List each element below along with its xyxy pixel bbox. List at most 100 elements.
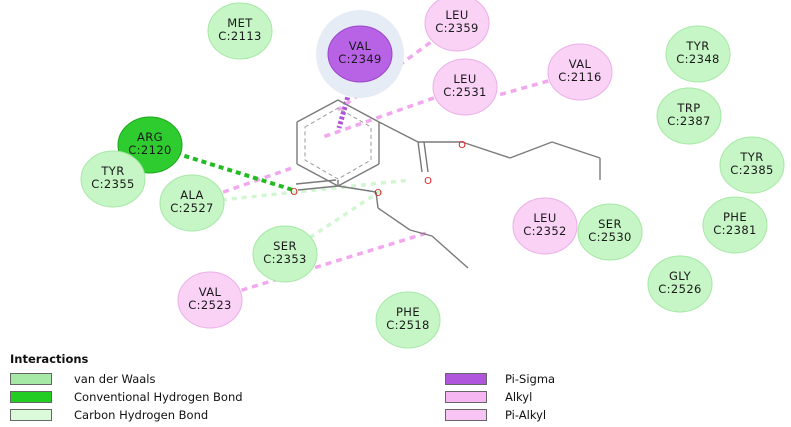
residue-disc	[252, 225, 318, 283]
legend-swatch	[445, 372, 487, 385]
legend-label: Conventional Hydrogen Bond	[74, 389, 243, 404]
residue-id: C:2531	[443, 85, 487, 99]
residue-id: C:2348	[676, 52, 720, 66]
residue-disc	[432, 58, 498, 116]
residue-id: C:2526	[658, 282, 702, 296]
ligand-bond	[461, 141, 511, 159]
ligand-bond	[377, 207, 411, 231]
ligand-bond	[297, 185, 339, 191]
legend-label: Alkyl	[505, 389, 533, 404]
legend-title: Interactions	[10, 352, 89, 366]
residue-id: C:2385	[730, 163, 774, 177]
oxygen-atom: O	[458, 140, 466, 151]
ligand-bond	[509, 141, 553, 159]
residue-id: C:2359	[435, 21, 479, 35]
legend-swatch	[10, 372, 52, 385]
residue-name: VAL	[569, 57, 592, 71]
residue-name: MET	[227, 16, 253, 30]
residue-name: LEU	[453, 72, 476, 86]
residue-id: C:2355	[91, 177, 135, 191]
legend-swatch	[10, 390, 52, 403]
legend-swatch	[10, 408, 52, 421]
ligand-bond	[423, 141, 429, 173]
ligand-bond	[337, 99, 380, 123]
residue-name: PHE	[723, 210, 747, 224]
residue-id: C:2113	[218, 29, 262, 43]
residue-name: ALA	[180, 188, 204, 202]
ligand-structure: O O O O	[290, 99, 601, 269]
legend-item-carbon-hydrogen-bond: Carbon Hydrogen Bond	[10, 407, 208, 422]
residue-disc	[702, 196, 768, 254]
residue-disc	[327, 25, 393, 83]
ligand-bond	[378, 121, 419, 143]
residue-name: TRP	[676, 101, 700, 115]
legend-label: van der Waals	[74, 371, 156, 386]
residue-id: C:2523	[188, 298, 232, 312]
residue-name: LEU	[533, 211, 556, 225]
residue-name: TYR	[739, 150, 763, 164]
residue-disc	[207, 2, 273, 60]
residue-nodes: METC:2113LEUC:2359VALC:2349TYRC:2348LEUC…	[80, 0, 785, 349]
residue-disc	[375, 291, 441, 349]
interaction-line-conventional-hydrogen-bond	[149, 143, 294, 192]
legend-label: Pi-Sigma	[505, 371, 556, 386]
legend-label: Pi-Alkyl	[505, 407, 547, 422]
residue-name: SER	[598, 217, 622, 231]
legend-item-alkyl: Alkyl	[445, 389, 532, 404]
residue-disc	[656, 87, 722, 145]
residue-disc	[80, 150, 146, 208]
residue-id: C:2116	[558, 70, 602, 84]
legend-swatch	[445, 408, 487, 421]
residue-name: GLY	[669, 269, 692, 283]
residue-disc	[177, 271, 243, 329]
residue-id: C:2527	[170, 201, 214, 215]
legend-item-van-der-waals: van der Waals	[10, 371, 155, 386]
residue-id: C:2120	[128, 143, 172, 157]
ligand-bond	[431, 235, 469, 269]
residue-id: C:2518	[386, 318, 430, 332]
ligand-bond	[551, 141, 601, 159]
ligand-bond	[417, 141, 423, 173]
legend-label: Carbon Hydrogen Bond	[74, 407, 209, 422]
legend-item-pi-alkyl: Pi-Alkyl	[445, 407, 546, 422]
oxygen-atom: O	[374, 188, 382, 199]
ligand-bond	[337, 185, 377, 193]
residue-disc	[719, 136, 785, 194]
ligand-bond	[296, 163, 339, 187]
ligand-bond	[375, 191, 379, 209]
legend-swatch	[445, 390, 487, 403]
residue-name: VAL	[199, 285, 222, 299]
residue-id: C:2349	[338, 52, 382, 66]
residue-name: VAL	[349, 39, 372, 53]
residue-name: SER	[273, 239, 297, 253]
residue-disc	[577, 203, 643, 261]
residue-name: ARG	[137, 130, 163, 144]
aromatic-ring	[304, 107, 372, 180]
residue-name: TYR	[100, 164, 124, 178]
oxygen-atom: O	[290, 187, 298, 198]
legend: Interactions van der Waals Conventional …	[10, 350, 710, 427]
residue-id: C:2530	[588, 230, 632, 244]
ligand-bond	[295, 179, 337, 185]
interaction-line-carbon-hydrogen-bond	[191, 178, 411, 205]
oxygen-atom: O	[424, 176, 432, 187]
legend-item-pi-sigma: Pi-Sigma	[445, 371, 555, 386]
residue-name: PHE	[396, 305, 420, 319]
ligand-bond	[296, 99, 339, 123]
interaction-line-alkyl	[209, 230, 431, 302]
